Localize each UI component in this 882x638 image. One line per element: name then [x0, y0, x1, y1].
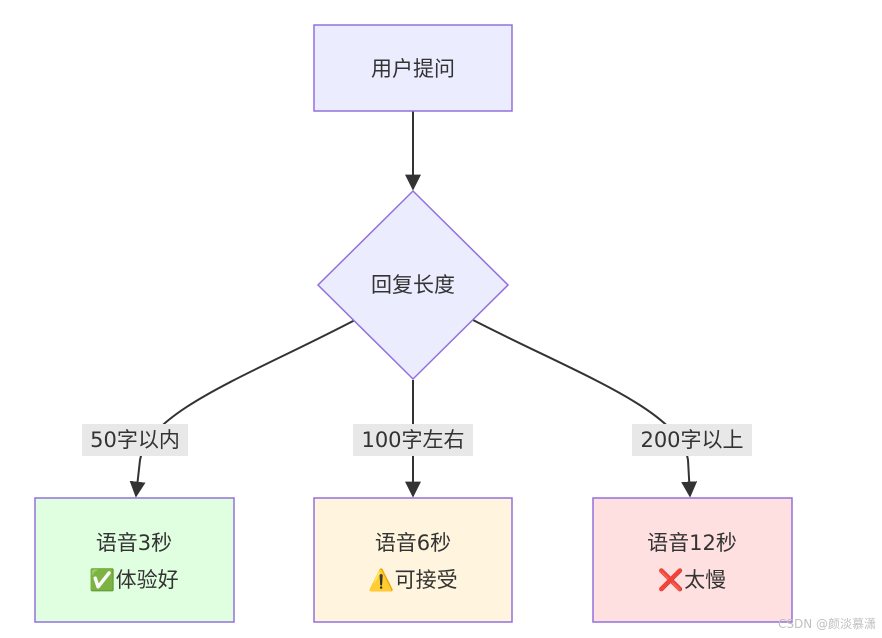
node-long: 语音12秒 ❌太慢: [592, 497, 793, 623]
node-long-line2: 太慢: [684, 568, 726, 592]
edge-label-medium-text: 100字左右: [361, 428, 464, 452]
node-long-line2-group: ❌太慢: [658, 567, 726, 593]
node-long-line1: 语音12秒: [647, 531, 737, 555]
node-medium-line1: 语音6秒: [375, 531, 451, 555]
edge-decision-to-long: [472, 319, 698, 498]
node-decision: 回复长度: [316, 189, 510, 381]
node-question: 用户提问: [313, 24, 513, 112]
node-question-label: 用户提问: [371, 57, 455, 81]
node-medium: 语音6秒 ⚠️可接受: [313, 497, 513, 623]
edge-label-long-text: 200字以上: [640, 428, 743, 452]
edge-label-short: 50字以内: [82, 424, 188, 456]
node-short-line1: 语音3秒: [96, 531, 172, 555]
edge-label-long: 200字以上: [632, 424, 752, 456]
warning-icon: ⚠️: [368, 567, 394, 592]
node-medium-line2: 可接受: [395, 568, 458, 592]
node-decision-label: 回复长度: [371, 273, 455, 297]
edge-label-short-text: 50字以内: [90, 428, 180, 452]
watermark: CSDN @颜淡慕潇: [778, 616, 876, 631]
check-mark-icon: ✅: [89, 567, 115, 592]
edge-label-medium: 100字左右: [353, 424, 473, 456]
edge-decision-to-short: [129, 319, 356, 498]
cross-mark-icon: ❌: [658, 567, 684, 593]
node-short: 语音3秒 ✅体验好: [34, 497, 235, 623]
node-short-line2-group: ✅体验好: [89, 567, 178, 592]
node-medium-line2-group: ⚠️可接受: [368, 567, 457, 592]
node-short-line2: 体验好: [116, 568, 179, 592]
